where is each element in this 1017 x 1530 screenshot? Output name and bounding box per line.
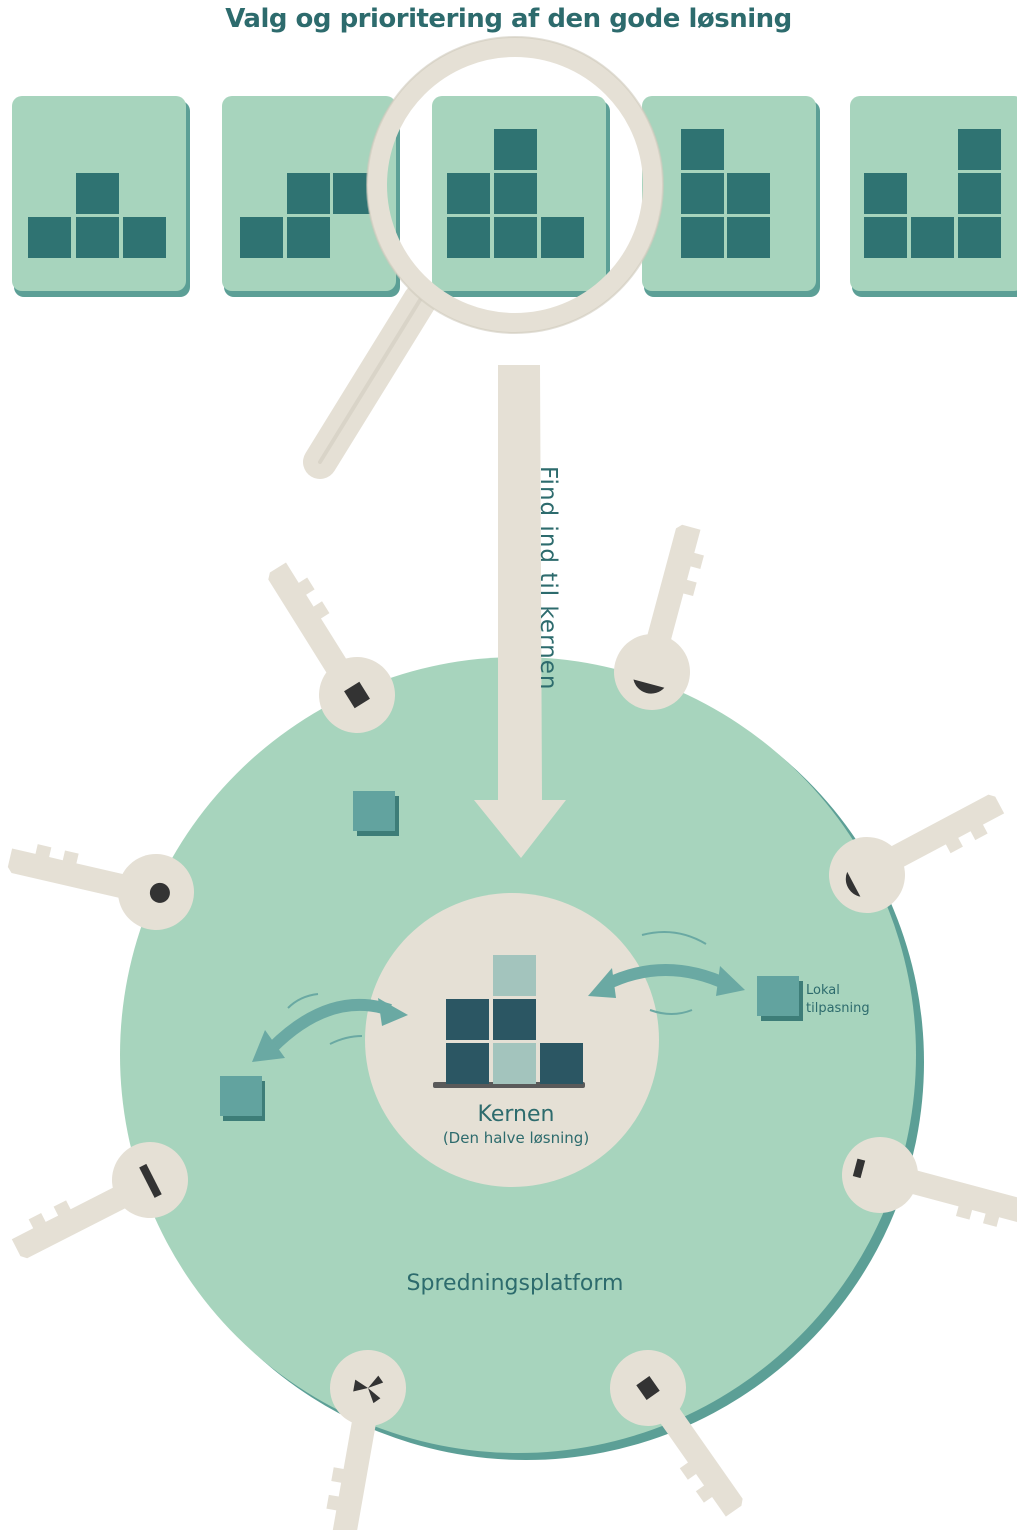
key-icon-6 <box>833 1128 1017 1251</box>
adaptation-block-right <box>757 976 803 1021</box>
key-icon-4 <box>815 771 1017 927</box>
core-label: Kernen <box>478 1102 555 1127</box>
local-adaptation-line2: tilpasning <box>806 1001 870 1016</box>
curved-arrow-right-icon <box>588 931 745 1015</box>
arrow-label: Find ind til kernen <box>535 466 561 690</box>
option-card-5 <box>850 96 1017 297</box>
core-circle <box>365 893 659 1187</box>
option-card-1 <box>12 96 190 297</box>
curved-arrow-left-icon <box>252 993 408 1062</box>
local-adaptation-line1: Lokal <box>806 983 840 998</box>
diagram-title: Valg og prioritering af den gode løsning <box>225 4 792 34</box>
key-icon-8 <box>595 1335 766 1530</box>
key-icon-3 <box>1 821 202 938</box>
magnifying-glass-icon <box>303 36 664 479</box>
key-icon-5 <box>0 1128 202 1282</box>
down-arrow-icon <box>474 365 566 858</box>
key-icon-7 <box>304 1343 413 1530</box>
core-sublabel: (Den halve løsning) <box>443 1129 589 1147</box>
option-card-2 <box>222 96 400 297</box>
key-icon-2 <box>605 517 728 719</box>
option-card-4 <box>642 96 820 297</box>
adaptation-block-top <box>353 791 399 836</box>
option-card-3-selected <box>432 96 610 297</box>
adaptation-block-left <box>220 1076 265 1121</box>
key-icon-1 <box>245 547 410 748</box>
platform-label: Spredningsplatform <box>407 1271 624 1296</box>
